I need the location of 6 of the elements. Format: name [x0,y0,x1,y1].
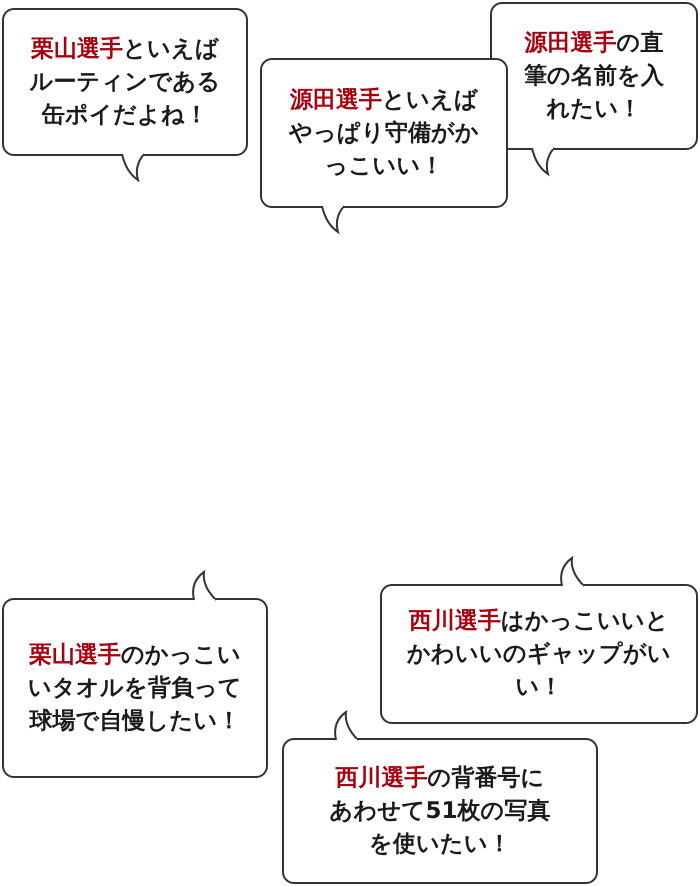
speech-text: 源田選手といえばやっぱり守備がかっこいい！ [288,86,480,180]
speech-text: 源田選手の直筆の名前を入れたい！ [522,28,665,124]
speech-text: 栗山選手のかっこいいタオルを背負って球場で自慢したい！ [27,640,243,736]
speech-text: 栗山選手といえばルーティンである缶ポイだよね！ [28,34,222,130]
speech-text: 西川選手はかっこいいとかわいいのギャップがいい！ [406,606,672,702]
speech-text: 西川選手の背番号にあわせて51枚の写真を使いたい！ [328,764,552,858]
